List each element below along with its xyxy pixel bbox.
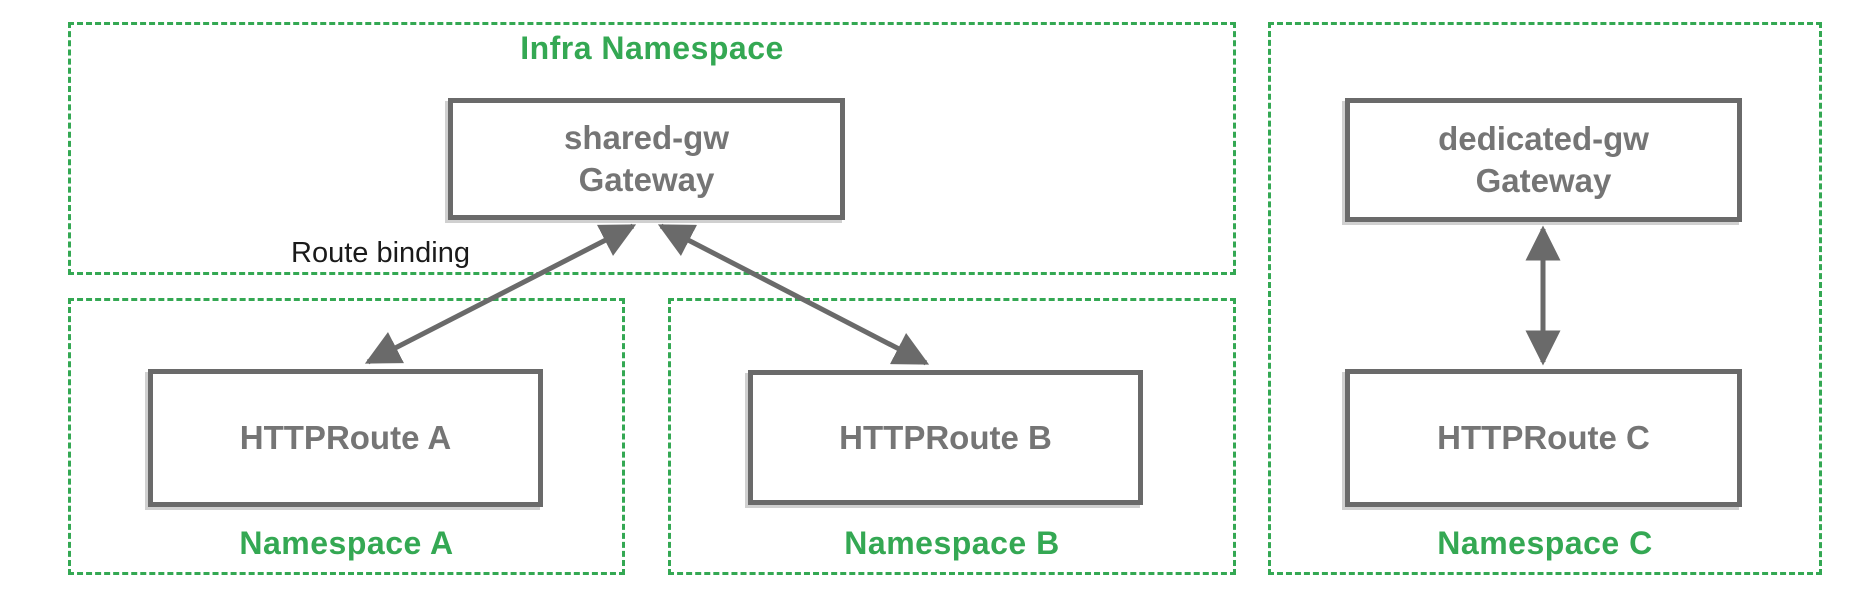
route-binding-edge-label: Route binding (291, 237, 470, 269)
namespace-c-label: Namespace C (1437, 525, 1653, 561)
node-dedicated-gw-gateway: dedicated-gw Gateway (1345, 98, 1742, 222)
node-shared-gw-gateway: shared-gw Gateway (448, 98, 845, 220)
node-dedicated-gw-gateway-line1: dedicated-gw (1438, 120, 1649, 157)
node-httproute-b: HTTPRoute B (748, 370, 1143, 505)
node-shared-gw-gateway-line2: Gateway (578, 161, 715, 198)
edge-httproute-b-to-shared-gw (657, 223, 930, 366)
node-httproute-b-label: HTTPRoute B (839, 418, 1052, 456)
namespace-a-label: Namespace A (239, 525, 454, 561)
namespace-infra-box: Infra Namespace (68, 22, 1236, 275)
namespace-b-box: Namespace B (668, 298, 1236, 575)
node-shared-gw-gateway-line1: shared-gw (563, 119, 730, 156)
node-httproute-c: HTTPRoute C (1345, 369, 1742, 507)
namespace-infra-label: Infra Namespace (520, 30, 784, 66)
node-httproute-c-label: HTTPRoute C (1437, 419, 1650, 456)
node-httproute-a-label: HTTPRoute A (239, 419, 452, 456)
edge-httproute-a-to-shared-gw (364, 223, 637, 365)
namespace-a-box: Namespace A (68, 298, 625, 575)
node-dedicated-gw-gateway-line2: Gateway (1475, 162, 1612, 199)
namespace-b-label: Namespace B (844, 525, 1060, 561)
node-httproute-a: HTTPRoute A (148, 369, 543, 507)
namespace-c-box: Namespace C (1268, 22, 1822, 575)
